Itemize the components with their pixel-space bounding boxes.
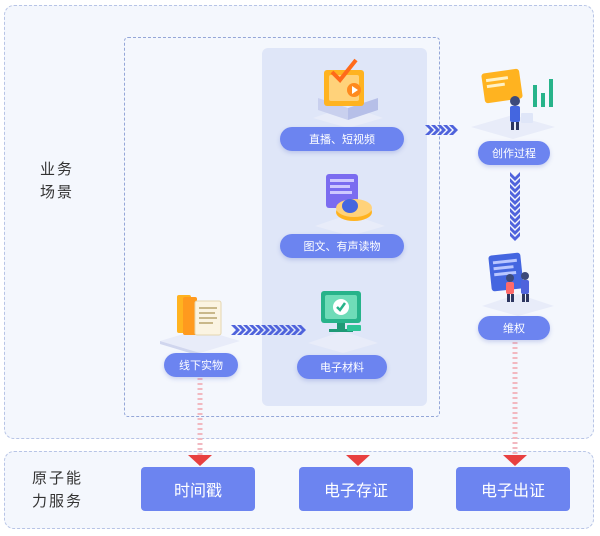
down-marker-deposit bbox=[346, 455, 370, 466]
service-timestamp: 时间戳 bbox=[141, 467, 255, 511]
node-graphic-audio: 图文、有声读物 bbox=[280, 234, 404, 258]
atomic-services-label-line1: 原子能 bbox=[32, 469, 84, 487]
service-electronic-deposit: 电子存证 bbox=[299, 467, 413, 511]
business-scenarios-label: 业务 场景 bbox=[40, 158, 74, 204]
monitor-check-icon bbox=[308, 291, 378, 353]
node-electronic-material: 电子材料 bbox=[297, 355, 387, 379]
service-electronic-certificate: 电子出证 bbox=[456, 467, 570, 511]
node-live-short-video: 直播、短视频 bbox=[280, 127, 404, 151]
books-document-icon bbox=[160, 295, 240, 355]
document-disc-icon bbox=[315, 174, 385, 236]
down-marker-certificate bbox=[503, 455, 527, 466]
scenario-group-box bbox=[124, 37, 440, 417]
node-rights-protection: 维权 bbox=[478, 316, 550, 340]
node-offline-physical: 线下实物 bbox=[164, 353, 238, 377]
arrow-live-to-creation bbox=[425, 125, 458, 135]
tv-check-icon bbox=[313, 58, 383, 128]
board-people-icon bbox=[482, 252, 554, 316]
business-scenarios-label-line1: 业务 bbox=[40, 160, 75, 178]
arrow-offline-to-material bbox=[231, 325, 306, 335]
board-person-chart-icon bbox=[471, 68, 555, 139]
down-marker-timestamp bbox=[188, 455, 212, 466]
atomic-services-label: 原子能 力服务 bbox=[32, 467, 83, 513]
arrow-creation-to-rights bbox=[510, 172, 520, 241]
business-scenarios-label-line2: 场景 bbox=[40, 183, 75, 201]
atomic-services-label-line2: 力服务 bbox=[32, 492, 84, 510]
node-creation-process: 创作过程 bbox=[478, 141, 550, 165]
